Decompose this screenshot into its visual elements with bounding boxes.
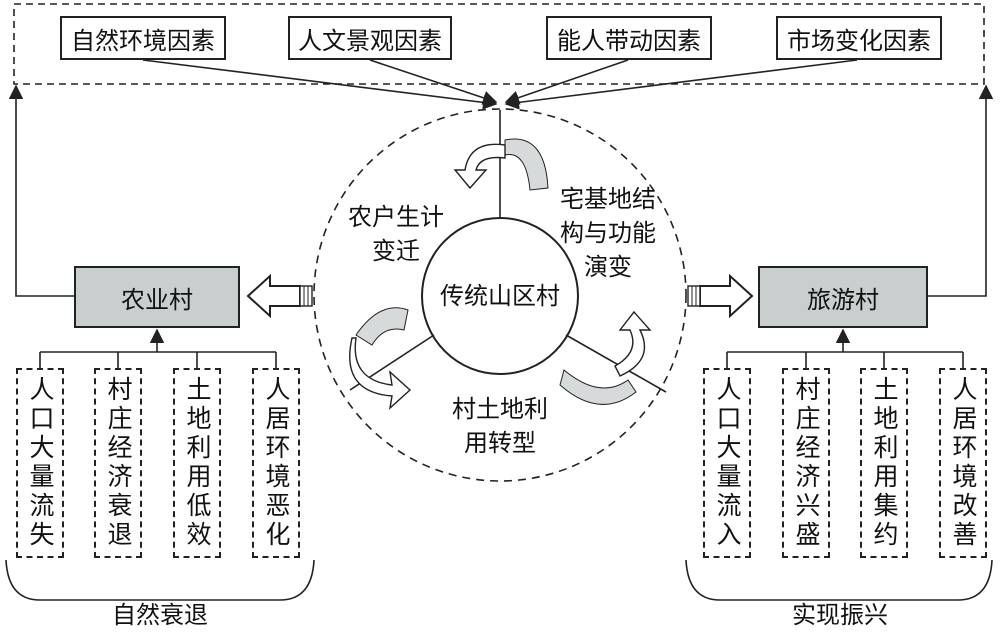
left-outcome-label: 自然衰退 <box>112 601 208 629</box>
left-indicator-population: 人口大量流失 <box>16 368 64 558</box>
spoke-right <box>565 334 667 393</box>
factors-frame <box>13 3 985 85</box>
center-circle <box>421 217 579 375</box>
cycle-label-livelihood: 农户生计 变迁 <box>348 203 444 265</box>
cycle-arrow-left <box>349 307 412 410</box>
tourism-village-box: 旅游村 <box>758 266 928 328</box>
right-tree <box>726 328 964 368</box>
left-indicator-economy: 村庄经济衰退 <box>94 368 142 558</box>
right-brace <box>685 559 993 601</box>
cycle-arrow-top <box>453 138 549 191</box>
right-indicator-economy: 村庄经济兴盛 <box>782 368 830 558</box>
right-indicator-environment: 人居环境改善 <box>939 368 987 558</box>
factor-cultural-landscape: 人文景观因素 <box>288 16 452 60</box>
left-indicator-environment: 人居环境恶化 <box>252 368 300 558</box>
cycle-label-homestead: 宅基地结 构与功能 演变 <box>560 185 656 281</box>
factor-natural-environment: 自然环境因素 <box>60 16 226 60</box>
factor-capable-leader: 能人带动因素 <box>546 16 712 60</box>
right-outcome-label: 实现振兴 <box>792 601 888 629</box>
block-arrow-right <box>687 273 754 319</box>
center-label: 传统山区村 <box>440 282 560 310</box>
left-indicator-land: 土地利用低效 <box>173 368 221 558</box>
factor-market-change: 市场变化因素 <box>776 16 942 60</box>
block-arrow-left <box>246 273 313 319</box>
agricultural-village-box: 农业村 <box>74 266 240 328</box>
left-tree <box>39 328 277 368</box>
feedback-lines <box>8 84 994 297</box>
right-indicator-land: 土地利用集约 <box>860 368 908 558</box>
right-indicator-population: 人口大量流入 <box>703 368 751 558</box>
cycle-circle <box>313 108 687 482</box>
cycle-arrow-right <box>559 310 652 405</box>
left-brace <box>5 559 315 601</box>
factor-arrows <box>142 59 858 218</box>
cycle-label-land-use: 村土地利 用转型 <box>452 395 548 457</box>
